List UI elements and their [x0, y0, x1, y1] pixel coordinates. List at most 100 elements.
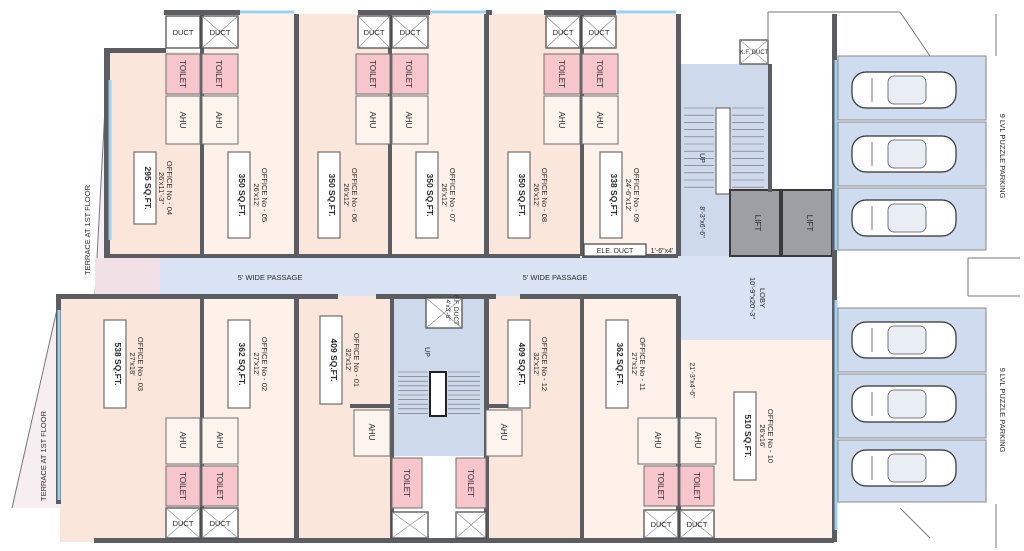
office-12-dim: 32'x12'	[532, 352, 541, 376]
office-11-name: OFFICE No - 11	[638, 337, 647, 391]
duct-label: DUCT	[651, 520, 672, 529]
ele-duct: ELE. DUCT 1'-6"x4'	[583, 243, 673, 257]
duct-label: DUCT	[364, 28, 385, 37]
area-boxes	[103, 151, 757, 481]
ff-duct-label: F.F. DUCT	[452, 295, 459, 325]
lift-1	[729, 189, 781, 257]
toilet-label: TOILET	[368, 60, 377, 88]
duct-top-2: DUCT DUCT	[357, 15, 429, 49]
toilet-label: TOILET	[656, 472, 665, 500]
office-10-dim: 26'x16'	[758, 424, 767, 448]
ahu-label: AHU	[215, 432, 224, 449]
duct-label: DUCT	[400, 28, 421, 37]
office-07-dim: 26'x12'	[440, 183, 449, 207]
ahu-label: AHU	[693, 432, 702, 449]
office-04-dim: 26'x11'-3"	[157, 172, 166, 204]
duct-label: DUCT	[173, 28, 194, 37]
ele-duct-label: ELE. DUCT	[597, 248, 634, 255]
duct-label: DUCT	[210, 28, 231, 37]
office-06-area: 350 SQ.FT.	[327, 174, 337, 217]
lobby-dim: 10'-9"x20'-3"	[748, 277, 757, 319]
duct-bottom-2	[391, 511, 487, 539]
ahu-label: AHU	[557, 112, 566, 129]
office-12-name: OFFICE No - 12	[540, 337, 549, 391]
office-02-area: 362 SQ.FT.	[237, 343, 247, 386]
office-07-name: OFFICE No - 07	[448, 168, 457, 222]
office-04-name: OFFICE No - 04	[165, 161, 174, 215]
office-08-dim: 26'x12'	[532, 183, 541, 207]
office-01-dim: 32'x12'	[344, 348, 353, 372]
car-icon	[851, 135, 957, 173]
toilet-label: TOILET	[466, 469, 475, 497]
stair-top-dim: 8'-3"x6'-6"	[698, 206, 705, 238]
terrace-top-label: TERRACE AT 1ST FLOOR	[83, 184, 92, 275]
kf-duct-label: K.F. DUCT	[740, 50, 769, 56]
duct-top-1: DUCT DUCT	[165, 15, 239, 49]
duct-bottom-1: DUCT DUCT	[165, 507, 239, 539]
office-10-area: 510 SQ.FT.	[743, 415, 753, 458]
car-icon	[851, 449, 957, 487]
office-09-dim: 24'-6"x12'	[624, 179, 633, 212]
top-staircase	[678, 64, 770, 256]
duct-bottom-3: DUCT DUCT	[643, 509, 715, 539]
office-02-dim: 27'x12'	[252, 352, 261, 376]
ff-duct: F.F. DUCT 4'x3'-6"	[425, 295, 463, 329]
office-09-area: 338 SQ.FT.	[609, 174, 619, 217]
lobby-label: LOBY	[758, 288, 767, 308]
toilet-label: TOILET	[557, 60, 566, 88]
duct-label: DUCT	[687, 520, 708, 529]
passage-label-left: 5' WIDE PASSAGE	[238, 273, 303, 282]
ahu-bottom	[165, 409, 717, 465]
toilet-label: TOILET	[215, 472, 224, 500]
office-08-area: 350 SQ.FT.	[517, 174, 527, 217]
office-03-name: OFFICE No - 03	[136, 337, 145, 391]
toilet-label: TOILET	[402, 469, 411, 497]
ff-duct-dim: 4'x3'-6"	[444, 299, 451, 321]
office-12-area: 409 SQ.FT.	[517, 343, 527, 386]
duct-label: DUCT	[589, 28, 610, 37]
glazing	[57, 10, 838, 530]
toilet-label: TOILET	[404, 60, 413, 88]
toilets-bottom	[165, 457, 715, 509]
car-icon	[851, 71, 957, 109]
toilet-label: TOILET	[595, 60, 604, 88]
office-02-name: OFFICE No - 02	[260, 337, 269, 391]
office-01-area: 409 SQ.FT.	[329, 339, 339, 382]
office-01-name: OFFICE No - 01	[352, 333, 361, 387]
stair-bottom-up: UP	[423, 347, 430, 357]
duct-label: DUCT	[210, 519, 231, 528]
office-10-name: OFFICE No - 10	[766, 409, 775, 463]
office-05-dim: 26'x12'	[252, 183, 261, 207]
duct-label: DUCT	[553, 28, 574, 37]
office-05-area: 350 SQ.FT.	[237, 174, 247, 217]
office-08-name: OFFICE No - 08	[540, 168, 549, 222]
office-09-name: OFFICE No - 09	[632, 168, 641, 222]
toilet-labels-top: TOILET TOILET TOILET TOILET TOILET TOILE…	[178, 60, 604, 88]
toilet-label: TOILET	[178, 472, 187, 500]
passage-label-right: 5' WIDE PASSAGE	[523, 273, 588, 282]
office-06-dim: 26'x12'	[342, 183, 351, 207]
office-04-area: 295 SQ.FT.	[143, 167, 153, 210]
ahu-label: AHU	[178, 432, 187, 449]
kf-duct: K.F. DUCT	[739, 39, 769, 65]
office-11-area: 362 SQ.FT.	[615, 343, 625, 386]
office-06-name: OFFICE No - 06	[350, 168, 359, 222]
parking-label-top: 9 LVL PUZZLE PARKING	[998, 114, 1007, 199]
duct-label: DUCT	[173, 519, 194, 528]
terrace-bottom-label: TERRACE AT 1ST FLOOR	[39, 410, 48, 501]
parking-label-bottom: 9 LVL PUZZLE PARKING	[998, 368, 1007, 453]
ahu-labels-bottom: AHU AHU AHU AHU AHU AHU	[178, 424, 702, 449]
ahu-top	[165, 95, 619, 145]
toilet-label: TOILET	[178, 60, 187, 88]
car-icon	[851, 385, 957, 423]
office-03-dim: 27'x18'	[128, 352, 137, 376]
lobby	[678, 256, 834, 340]
office-03-area: 538 SQ.FT.	[113, 343, 123, 386]
ahu-labels-top: AHU AHU AHU AHU AHU AHU	[178, 112, 604, 129]
lift-1-label: LIFT	[753, 215, 762, 232]
terrace-pattern	[95, 258, 160, 296]
ahu-label: AHU	[499, 424, 508, 441]
office-07-area: 350 SQ.FT.	[425, 174, 435, 217]
ahu-label: AHU	[404, 112, 413, 129]
